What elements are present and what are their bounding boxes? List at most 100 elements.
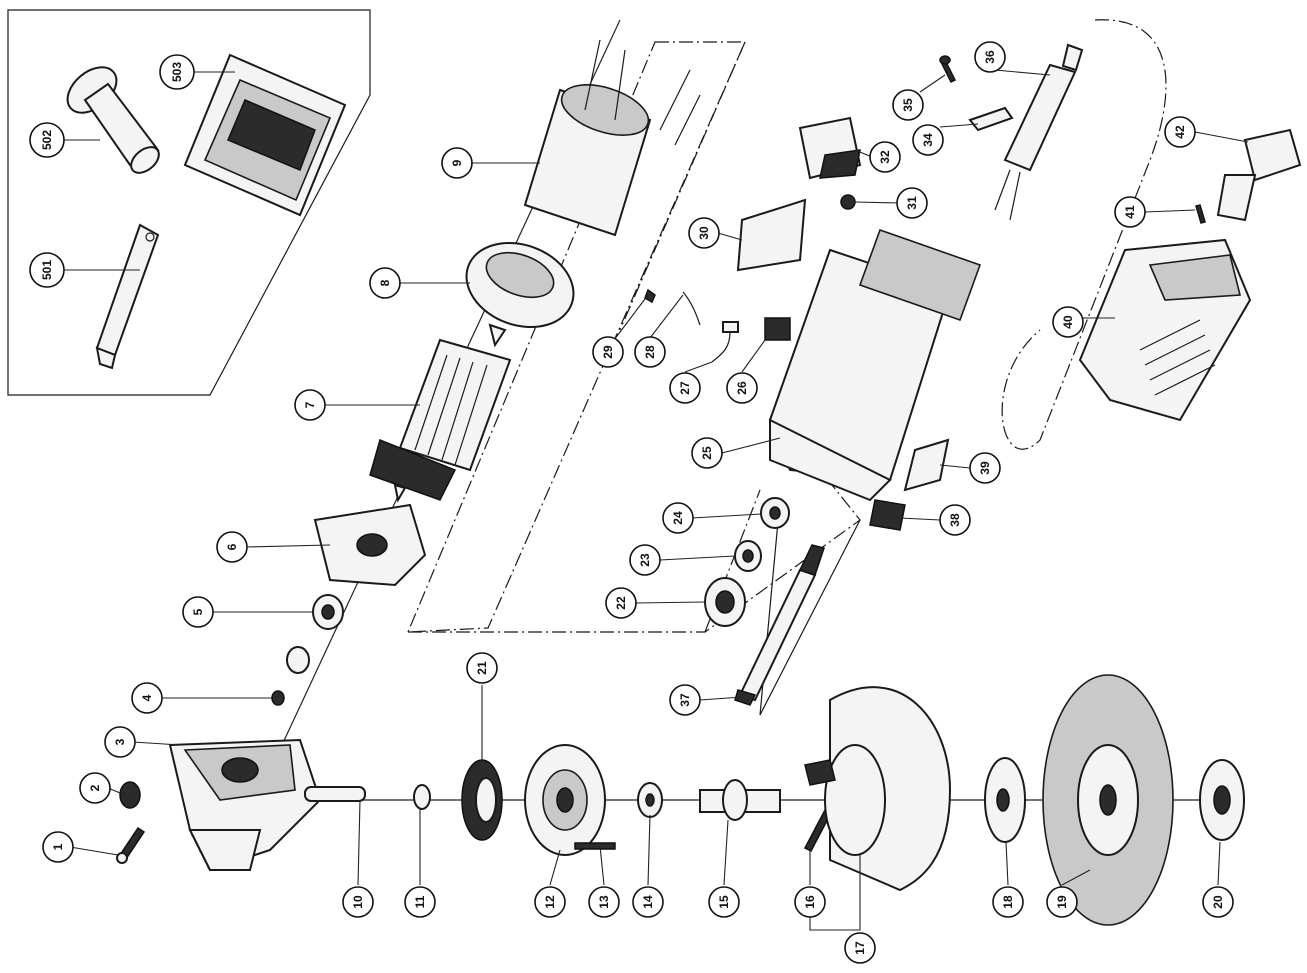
callout-9: 9	[441, 147, 473, 179]
callout-circle	[534, 886, 566, 918]
grinding-wheel	[1042, 674, 1174, 926]
callout-23: 23	[629, 544, 661, 576]
armature	[369, 323, 512, 503]
callout-number: 11	[413, 895, 427, 908]
callout-1: 1	[42, 831, 74, 863]
fan-disc	[704, 577, 746, 627]
inner-flange	[984, 757, 1026, 843]
cord-guard	[994, 43, 1084, 221]
screw-part-1	[116, 826, 146, 864]
callout-circle	[912, 124, 944, 156]
spindle	[699, 779, 781, 821]
callout-number: 26	[735, 381, 749, 395]
callout-number: 501	[40, 260, 54, 280]
callout-number: 36	[983, 50, 997, 64]
callout-17: 17	[844, 932, 876, 964]
cord-group-outline	[1001, 19, 1167, 450]
callout-21: 21	[466, 652, 498, 684]
callout-circle	[892, 89, 924, 121]
bearing-plate	[313, 503, 427, 587]
spanner-wrench	[95, 223, 160, 370]
screw-part-41	[1195, 204, 1206, 224]
callout-34: 34	[912, 124, 944, 156]
ball-bearing-5	[312, 594, 344, 630]
callout-number: 15	[717, 895, 731, 909]
callout-number: 34	[921, 133, 935, 147]
housing-group-outline	[408, 469, 861, 633]
callout-41: 41	[1114, 196, 1146, 228]
callout-circle	[1202, 886, 1234, 918]
bearing-box	[524, 744, 606, 856]
screw-part-13	[574, 842, 616, 850]
spindle-lock-cap	[119, 781, 141, 809]
callout-circle	[1046, 886, 1078, 918]
carbon-brush	[711, 321, 739, 363]
callout-circle	[79, 772, 111, 804]
callout-circle	[629, 544, 661, 576]
callout-circle	[896, 187, 928, 219]
callout-number: 20	[1211, 895, 1225, 909]
callout-number: 40	[1061, 315, 1075, 329]
callout-number: 2	[88, 784, 102, 791]
carry-case	[183, 53, 347, 217]
callout-30: 30	[688, 217, 720, 249]
callout-circle	[794, 886, 826, 918]
callout-35: 35	[892, 89, 924, 121]
callout-number: 23	[638, 553, 652, 567]
callout-32: 32	[869, 141, 901, 173]
callout-number: 7	[303, 401, 317, 408]
accessory-inset-box	[7, 9, 371, 396]
callout-number: 37	[678, 693, 692, 707]
callout-number: 42	[1173, 125, 1187, 139]
callout-501: 501	[29, 252, 65, 288]
callout-38: 38	[939, 504, 971, 536]
power-plug	[1216, 128, 1302, 222]
callout-39: 39	[969, 452, 1001, 484]
cord-clamp	[968, 106, 1014, 132]
callout-circle	[969, 452, 1001, 484]
callout-circle	[869, 141, 901, 173]
callout-circle	[691, 437, 723, 469]
callout-number: 18	[1001, 895, 1015, 909]
callout-circle	[726, 372, 758, 404]
callout-29: 29	[592, 336, 624, 368]
leader-lines	[62, 69, 1249, 931]
callout-3: 3	[104, 726, 136, 758]
callout-circle	[662, 502, 694, 534]
callout-circle	[159, 54, 195, 90]
callout-number: 28	[643, 345, 657, 359]
wheel-guard	[804, 686, 952, 892]
callout-circle	[216, 531, 248, 563]
lock-pin	[304, 786, 366, 802]
callout-10: 10	[342, 886, 374, 918]
callout-number: 1	[51, 843, 65, 850]
callout-circle	[992, 886, 1024, 918]
callout-number: 17	[853, 941, 867, 955]
callout-number: 41	[1123, 205, 1137, 219]
callout-12: 12	[534, 886, 566, 918]
callout-number: 27	[678, 381, 692, 395]
callout-circle	[104, 726, 136, 758]
callout-number: 30	[697, 226, 711, 240]
callout-503: 503	[159, 54, 195, 90]
callout-number: 8	[378, 279, 392, 286]
callout-circle	[688, 217, 720, 249]
callout-28: 28	[634, 336, 666, 368]
small-nut	[271, 690, 285, 706]
callout-number: 35	[901, 98, 915, 112]
callout-circle	[669, 684, 701, 716]
callout-13: 13	[588, 886, 620, 918]
callout-number: 3	[113, 738, 127, 745]
callout-37: 37	[669, 684, 701, 716]
callout-number: 10	[351, 895, 365, 909]
callout-circle	[632, 886, 664, 918]
callout-number: 16	[803, 895, 817, 909]
callout-number: 502	[40, 130, 54, 150]
callout-circle	[42, 831, 74, 863]
callout-circle	[294, 389, 326, 421]
callout-circle	[669, 372, 701, 404]
callout-circle	[588, 886, 620, 918]
brush-holder	[764, 317, 791, 341]
